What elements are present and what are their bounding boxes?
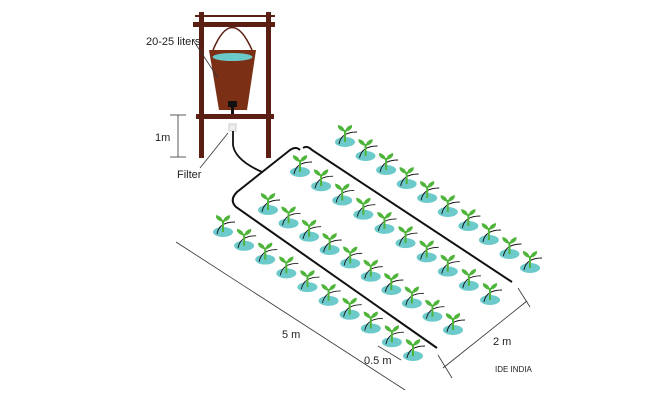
plant [355, 139, 378, 161]
tap-icon [228, 101, 237, 107]
plant [360, 259, 383, 282]
plant [417, 181, 440, 203]
plant [335, 125, 358, 147]
plant [258, 193, 281, 215]
spacing-label: 0.5 m [364, 355, 392, 367]
plant [458, 268, 481, 291]
supply-pipe [232, 131, 263, 173]
plant [213, 215, 236, 237]
plant [458, 209, 481, 231]
plant [396, 167, 419, 189]
plant [403, 339, 426, 361]
credit-label: IDE INDIA [495, 365, 533, 374]
lower-crossbar [196, 114, 274, 119]
right-lateral-pipe [302, 145, 513, 283]
wooden-stand [193, 12, 275, 158]
plant [416, 240, 439, 263]
top-rail [195, 15, 275, 17]
plant [332, 183, 355, 206]
water-surface [212, 53, 253, 61]
spacing-dimension-line [377, 345, 402, 361]
bucket-body [209, 50, 256, 110]
plant [318, 283, 341, 306]
plant [234, 228, 257, 251]
plant [290, 155, 313, 177]
bucket [209, 27, 256, 114]
plant [299, 219, 322, 242]
plant [437, 254, 460, 277]
plant [395, 226, 418, 249]
volume-label: 20-25 liters [146, 36, 201, 48]
plant [278, 206, 301, 229]
plant [340, 246, 363, 269]
height-label: 1m [155, 132, 170, 144]
left-post [199, 12, 204, 158]
plant [255, 242, 278, 265]
filter-label: Filter [177, 169, 202, 181]
width-dimension-line [442, 300, 528, 369]
top-crossbar [193, 22, 275, 27]
plant [339, 297, 362, 320]
plants [213, 125, 543, 361]
plant [401, 286, 424, 309]
filter-leader [199, 132, 229, 169]
volume-leader [192, 39, 219, 79]
length-dimension-line [175, 241, 406, 391]
width-label: 2 m [493, 336, 511, 348]
plant [520, 251, 543, 273]
plant [319, 233, 342, 255]
plant [437, 195, 460, 217]
plant [381, 325, 404, 348]
bucket-handle [212, 27, 253, 51]
right-post [266, 12, 271, 158]
plant [478, 223, 501, 245]
left-lateral-pipe [231, 147, 438, 349]
length-label: 5 m [282, 329, 300, 341]
filter [228, 123, 237, 132]
plant [480, 283, 503, 305]
plant [360, 311, 383, 334]
plant [381, 273, 404, 295]
plant [499, 237, 522, 259]
plant [376, 153, 399, 175]
plant [311, 169, 334, 192]
plant [276, 256, 299, 279]
plant [353, 197, 376, 220]
plant [422, 299, 445, 322]
plant [443, 313, 466, 335]
plant [297, 270, 320, 293]
plant [374, 211, 397, 234]
